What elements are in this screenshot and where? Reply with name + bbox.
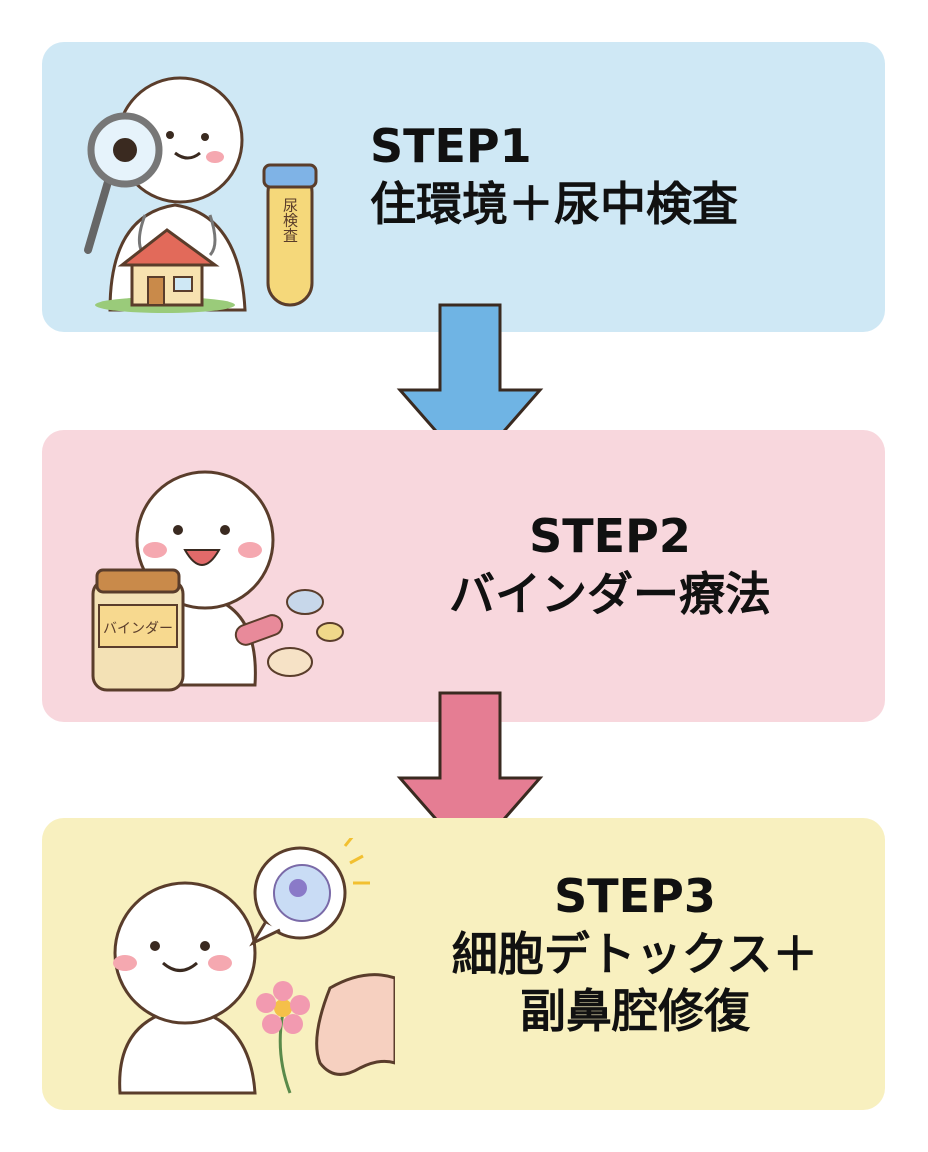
character-head-icon [113,881,257,1025]
step3-subtitle-line-1: 細胞デトックス＋ [451,926,819,981]
cell-bubble-icon [249,838,370,947]
jar-label: バインダー [103,621,173,637]
step3-illustration [113,838,395,1095]
step2-subtitle-line-1: バインダー療法 [449,566,771,621]
step1-subtitle-line-1: 住環境＋尿中検査 [370,176,738,231]
step3-heading: STEP3 [554,869,716,923]
nose-icon [315,973,395,1076]
step3-title: STEP3 細胞デトックス＋ 副鼻腔修復 [395,868,875,1041]
step2-title: STEP2 バインダー療法 [380,508,840,623]
pills-icon [234,589,344,677]
step2-illustration: バインダー [91,470,344,692]
step3-subtitle-line-2: 副鼻腔修復 [520,984,750,1038]
binder-jar-icon: バインダー [91,568,185,692]
house-icon [95,228,235,313]
test-tube-icon: 尿検査 [262,163,318,307]
step1-heading: STEP1 [370,119,532,173]
step2-heading: STEP2 [529,509,691,563]
step1-illustration: 尿検査 [84,76,318,313]
step1-title: STEP1 住環境＋尿中検査 [370,118,840,233]
tube-label: 尿検査 [281,198,299,243]
flower-icon [256,981,310,1094]
magnifier-icon [84,112,163,254]
